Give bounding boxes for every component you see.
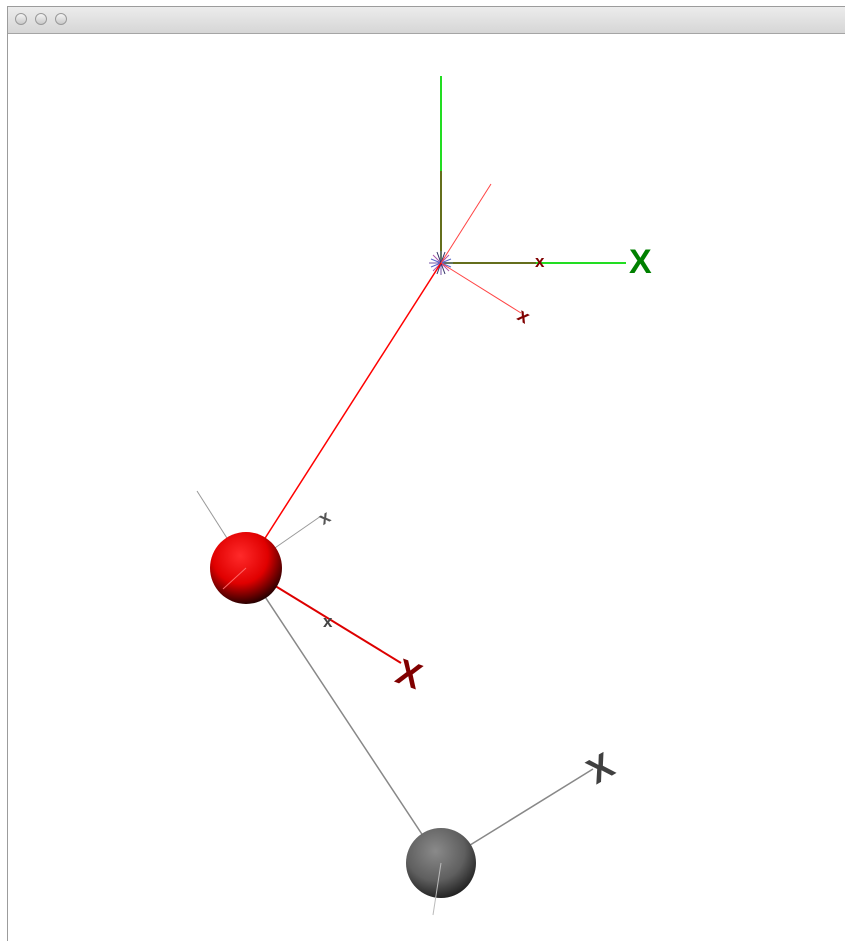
close-button[interactable] [15,13,27,25]
minimize-button[interactable] [35,13,47,25]
zoom-button[interactable] [55,13,67,25]
app-window: X x x x x [7,6,845,941]
red-sphere-minor-up-label: x [315,506,334,528]
red-frame-minor-x-label: x [513,305,533,329]
world-minor-x-label: x [535,252,545,271]
red-sphere-minor-x-label: x [323,612,333,631]
gray-sphere-axis-stub [432,862,442,916]
scene-canvas[interactable]: X x x x x [8,34,845,942]
world-x-axis-label: X [629,243,652,281]
red-link [245,262,442,569]
gray-frame-x-label: X [580,744,621,792]
gray-link [245,567,442,864]
title-bar[interactable] [8,7,845,34]
red-frame-x-label: X [391,650,428,697]
3d-viewport[interactable]: X x x x x [8,34,845,941]
red-sphere-axis-stub [222,567,247,590]
red-frame-axis-up [440,183,492,264]
red-frame-axis-x [440,262,522,314]
